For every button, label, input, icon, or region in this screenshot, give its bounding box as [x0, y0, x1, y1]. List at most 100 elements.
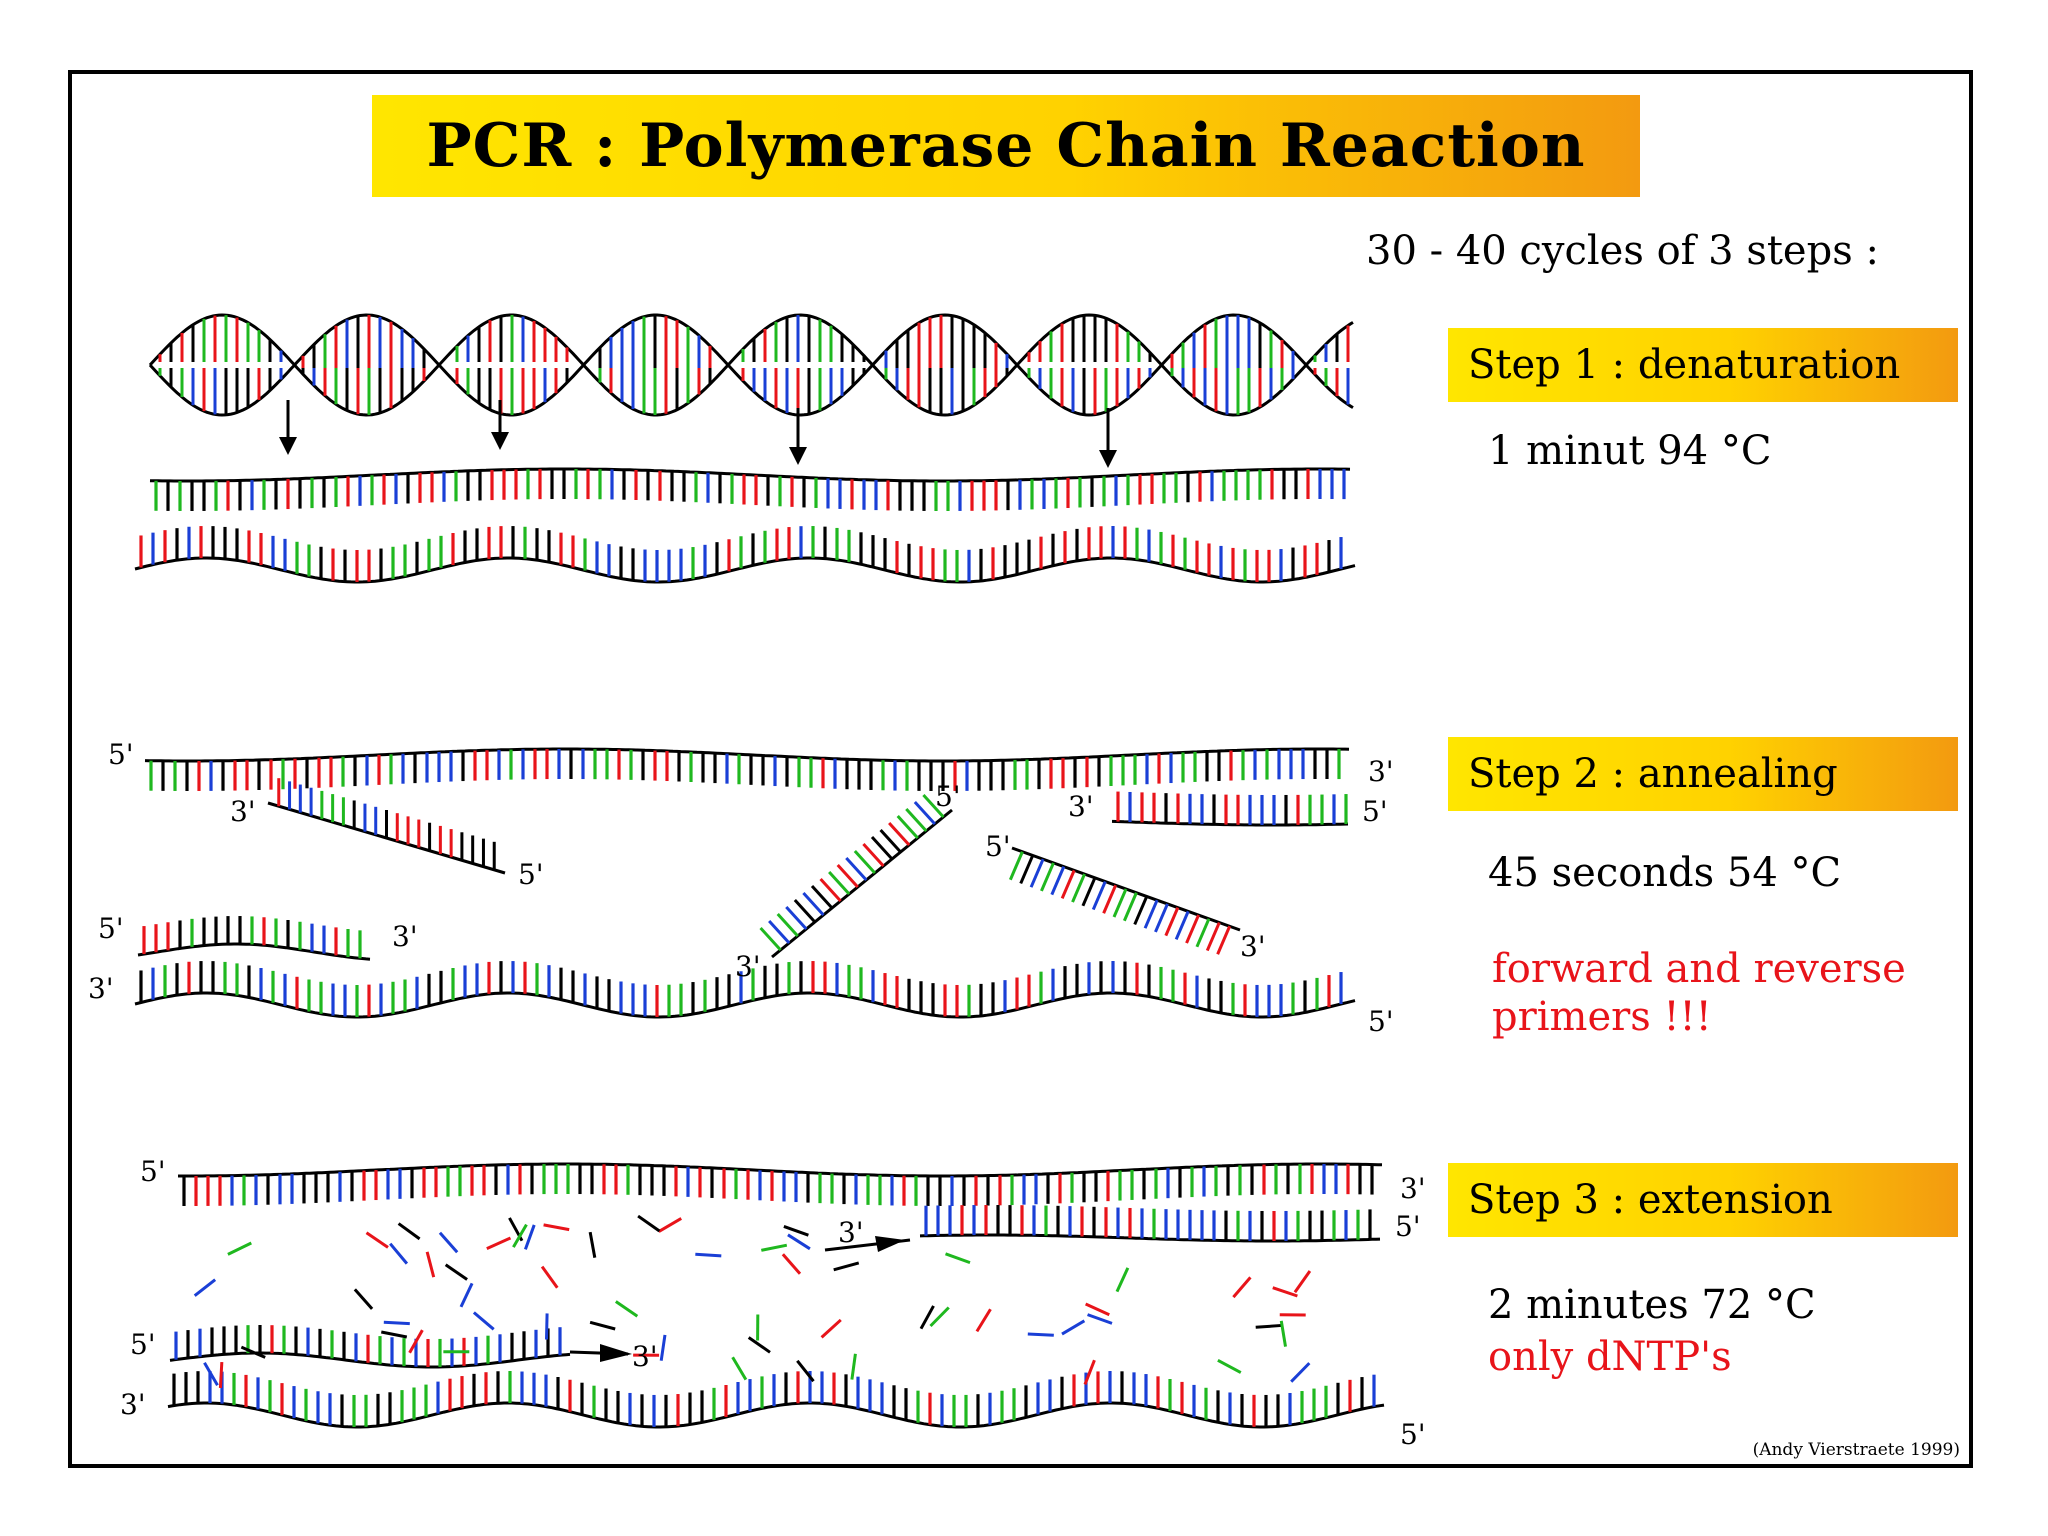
step2-primer-diag-b-base — [1040, 862, 1055, 892]
free-dntp — [218, 1362, 224, 1389]
step2-primer-diag-a-base — [802, 891, 825, 917]
step2-primer-diag-a-base — [862, 842, 885, 868]
five-prime-label: 5' — [985, 830, 1011, 863]
free-dntp — [589, 1320, 616, 1331]
down-arrow-icon — [279, 437, 297, 455]
free-dntp — [425, 1251, 436, 1278]
three-prime-label: 3' — [1400, 1172, 1426, 1205]
free-dntp — [408, 1329, 424, 1354]
step3-label: Step 3 : extension — [1468, 1177, 1833, 1223]
three-prime-label: 3' — [1368, 755, 1394, 788]
free-dntp — [796, 1359, 815, 1383]
free-dntp — [459, 1282, 474, 1308]
free-dntp — [820, 1318, 842, 1339]
free-dntp — [353, 1288, 374, 1310]
free-dntp — [1085, 1302, 1110, 1317]
step2-primer-diag-b-base — [1205, 921, 1221, 952]
step2-primer-diag-a-base — [793, 898, 816, 924]
step2-top-strand-backbone — [144, 747, 1350, 763]
free-dntp — [1293, 1270, 1312, 1294]
step2-primer-diag-a-base — [810, 884, 834, 910]
step2-primer-diag-a-base — [905, 807, 928, 833]
free-dntp — [472, 1311, 495, 1331]
free-dntp — [945, 1252, 971, 1265]
free-dntp — [1290, 1362, 1311, 1383]
step2-note-line2: primers !!! — [1492, 994, 1712, 1040]
step2-primer-diag-a-base — [896, 814, 919, 840]
free-dntp — [545, 1313, 549, 1340]
step2-primer-diag-b-base — [1195, 918, 1211, 948]
step2-primer-diag-a-base — [776, 912, 799, 938]
free-dntp — [747, 1336, 771, 1354]
free-dntp — [833, 1261, 860, 1272]
step2-primer-diag-b-base — [1081, 877, 1097, 907]
free-dntp — [761, 1243, 788, 1252]
free-dntp — [543, 1223, 570, 1232]
step1-label: Step 1 : denaturation — [1468, 342, 1901, 388]
step2-primer-diag-a-base — [853, 849, 876, 875]
step3-top-strand-backbone — [178, 1162, 1383, 1178]
five-prime-label: 5' — [1395, 1210, 1421, 1243]
five-prime-label: 5' — [935, 780, 961, 813]
free-dntp — [389, 1242, 409, 1265]
step2-primer-diag-b-base — [1008, 851, 1024, 881]
free-dntp — [1255, 1323, 1282, 1329]
step2-primer-diag-b-base — [1174, 910, 1190, 940]
left-arrow-icon — [875, 1236, 905, 1252]
step2-primer-diag-b-base — [1164, 907, 1180, 937]
free-dntp — [1115, 1267, 1130, 1293]
five-prime-label: 5' — [1368, 1005, 1394, 1038]
step2-primer-diag-a-base — [768, 919, 791, 945]
step2-bottom-strand-backbone — [134, 991, 1356, 1019]
free-dntp — [486, 1236, 512, 1250]
page-title: PCR : Polymerase Chain Reaction — [426, 111, 1586, 181]
five-prime-label: 5' — [98, 912, 124, 945]
free-dntp — [1272, 1286, 1298, 1298]
three-prime-label: 3' — [1240, 930, 1266, 963]
three-prime-label: 3' — [1068, 790, 1094, 823]
five-prime-label: 5' — [130, 1328, 156, 1361]
step2-primer-diag-b-base — [1154, 903, 1169, 933]
step2-primer-diag-a-base — [785, 905, 808, 931]
right-arrow-icon — [600, 1344, 632, 1362]
subtitle: 30 - 40 cycles of 3 steps : — [1366, 228, 1879, 274]
free-dntp — [614, 1300, 639, 1318]
free-dntp — [540, 1265, 559, 1289]
free-dntp — [919, 1305, 935, 1330]
three-prime-label: 3' — [632, 1340, 658, 1373]
free-dntp — [783, 1225, 809, 1237]
five-prime-label: 5' — [108, 738, 134, 771]
three-prime-label: 3' — [735, 950, 761, 983]
five-prime-label: 5' — [518, 858, 544, 891]
free-dntp — [383, 1320, 410, 1326]
free-dntp — [588, 1231, 597, 1258]
free-dntp — [1279, 1320, 1287, 1347]
free-dntp — [731, 1356, 748, 1381]
three-prime-label: 3' — [120, 1388, 146, 1421]
three-prime-label: 3' — [838, 1216, 864, 1249]
down-arrow-icon — [789, 447, 807, 465]
free-dntp — [975, 1308, 992, 1333]
step2-primer-diag-b-base — [1216, 925, 1232, 955]
free-dntp — [240, 1345, 266, 1359]
free-dntp — [695, 1252, 722, 1258]
free-dntp — [523, 1224, 536, 1250]
step3-banner: Step 3 : extension — [1448, 1163, 1958, 1237]
step2-primer-diag-a-base — [922, 793, 945, 819]
five-prime-label: 5' — [1362, 795, 1388, 828]
free-dntp — [1087, 1313, 1113, 1325]
step1-condition: 1 minut 94 °C — [1488, 428, 1772, 474]
step2-primer-right-backbone — [1111, 819, 1349, 827]
three-prime-label: 3' — [88, 972, 114, 1005]
three-prime-label: 3' — [392, 920, 418, 953]
down-arrow-icon — [1099, 450, 1117, 468]
helix-strand-a — [148, 313, 1354, 417]
free-dntp — [1061, 1319, 1086, 1336]
step2-primer-diag-b-base — [1102, 884, 1118, 914]
step2-banner: Step 2 : annealing — [1448, 737, 1958, 811]
free-dntp — [1232, 1276, 1252, 1299]
step2-primer-diag-b-base — [1060, 869, 1076, 899]
step2-primer-diag-a-base — [879, 828, 902, 854]
step1-top-strand-backbone — [149, 467, 1351, 483]
